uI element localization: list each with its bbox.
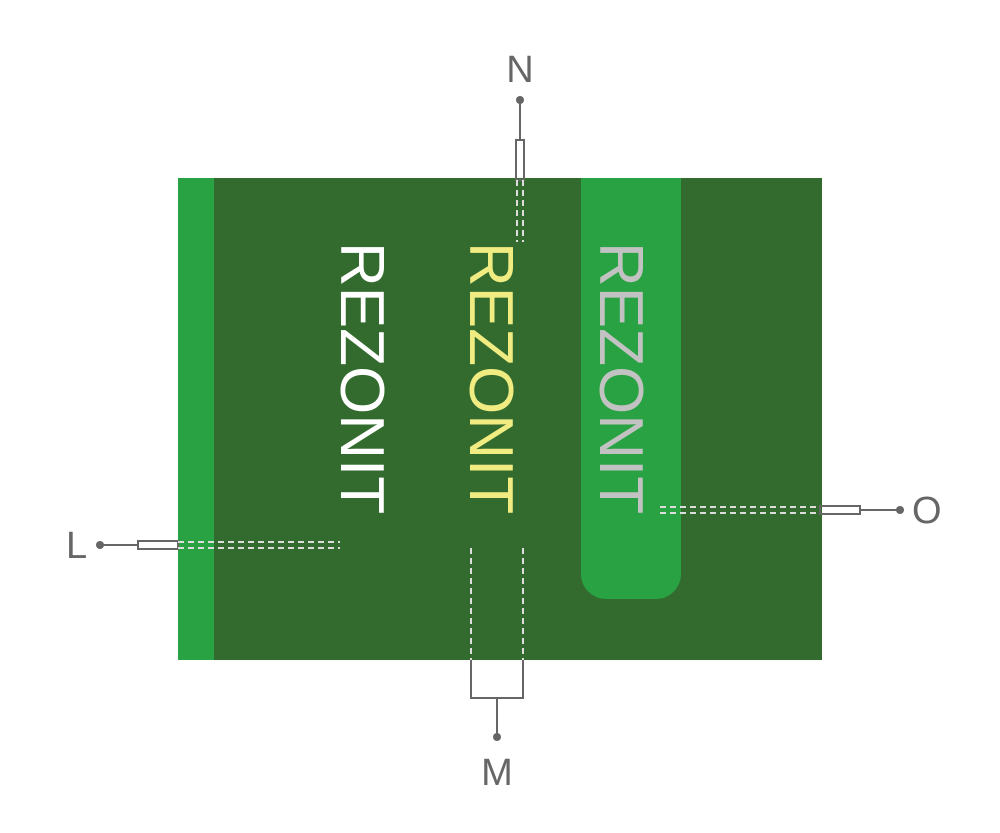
- callout-l-label: L: [66, 525, 87, 567]
- highlight-panel: [581, 178, 681, 599]
- callout-o-dot: [896, 506, 904, 514]
- callout-o-label: O: [912, 490, 942, 532]
- brand-text-white: REZONIT: [327, 242, 396, 514]
- callout-o: O: [660, 490, 942, 532]
- callout-n: N: [506, 49, 534, 242]
- board: [178, 178, 822, 660]
- callout-n-label: N: [506, 49, 533, 91]
- callout-m-label: M: [481, 752, 513, 794]
- brand-text-gray: REZONIT: [586, 242, 655, 514]
- callout-m: M: [470, 548, 524, 794]
- callout-l: L: [66, 525, 340, 567]
- left-stripe: [178, 178, 214, 660]
- brand-text-yellow: REZONIT: [456, 242, 525, 514]
- callout-m-dot: [493, 733, 501, 741]
